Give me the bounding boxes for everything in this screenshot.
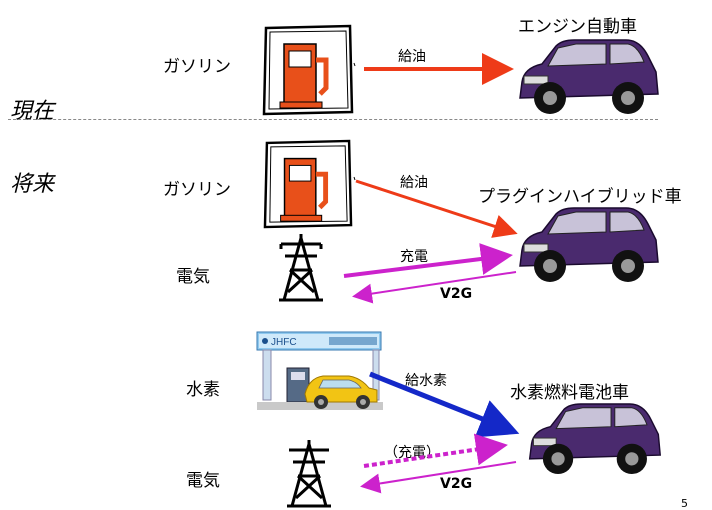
hydrogen-refuel-label: 給水素 [405,373,447,389]
v2g-label-fcv: V2G [440,476,473,492]
page-number: 5 [681,497,688,510]
fuel-cell-car-label: 水素燃料電池車 [510,383,629,403]
engine-car-icon [519,39,659,114]
fuel-cell-car-icon [528,403,661,474]
electricity-label-fcv: 電気 [186,471,220,491]
plugin-hybrid-car-icon [519,207,659,282]
plugin-hybrid-car-label: プラグインハイブリッド車 [478,187,682,207]
charge-arrow [343,243,513,278]
station-sign-text: JHFC [271,337,297,348]
v2g-arrow-fcv [360,461,517,494]
v2g-arrow-phev [352,271,517,304]
charge-optional-label: （充電） [384,445,440,461]
power-tower-icon [287,440,331,508]
refuel-label-future: 給油 [400,175,428,191]
gasoline-label-present: ガソリン [163,57,231,77]
gasoline-label-future: ガソリン [163,180,231,200]
charge-optional-arrow [363,433,508,468]
v2g-label-phev: V2G [440,286,473,302]
gas-pump-icon [263,139,353,229]
refuel-arrow-future [355,179,518,238]
section-future-label: 将来 [10,172,55,197]
charge-label: 充電 [400,249,428,265]
gas-pump-icon [262,24,354,116]
electricity-label-phev: 電気 [176,267,210,287]
section-divider [8,119,658,120]
refuel-label-present: 給油 [398,49,426,65]
engine-car-label: エンジン自動車 [518,17,637,37]
hydrogen-station-icon: JHFC [256,331,383,410]
power-tower-icon [279,234,323,302]
hydrogen-label: 水素 [186,380,220,400]
hydrogen-arrow [369,371,520,438]
